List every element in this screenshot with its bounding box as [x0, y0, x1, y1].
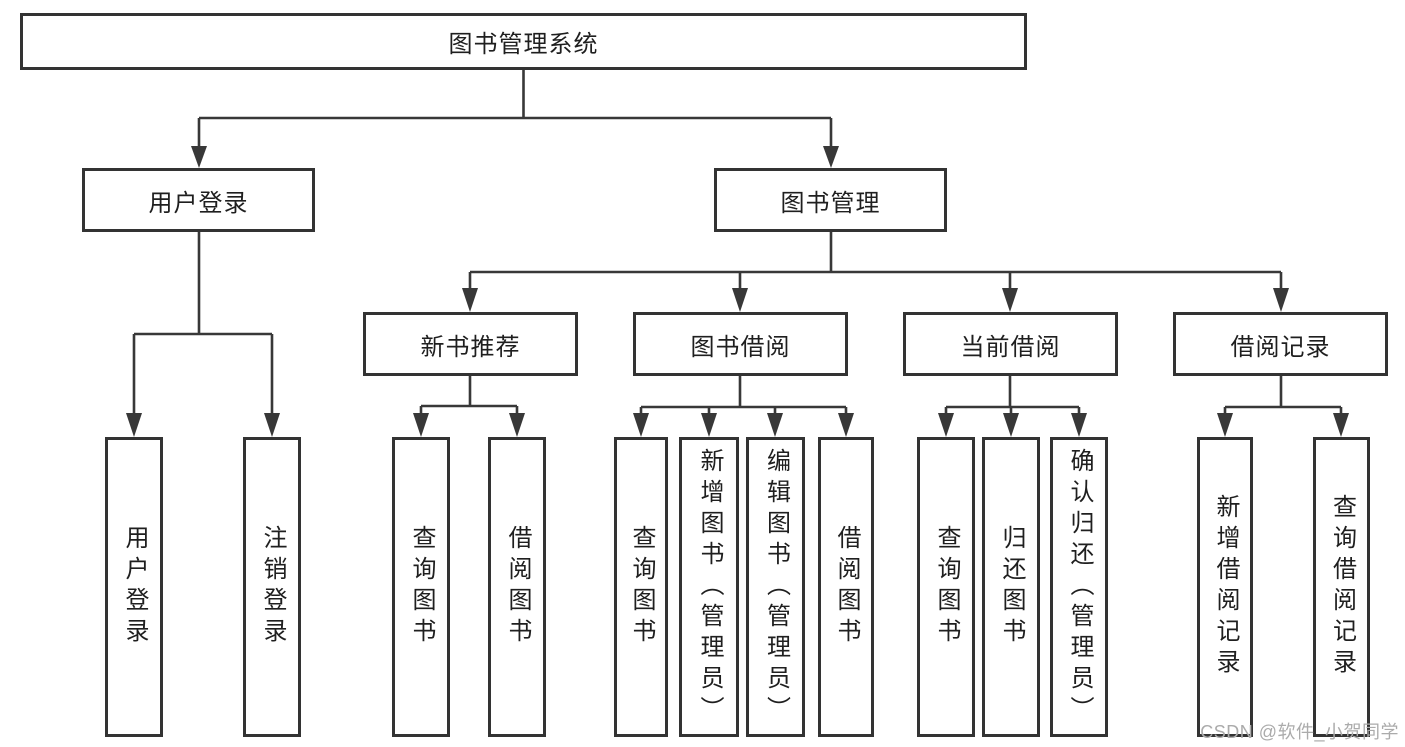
node-user-login-label: 用户登录	[148, 189, 249, 217]
leaf-cb-return-books: 归还图书	[982, 437, 1040, 737]
leaf-logout: 注销登录	[243, 437, 301, 737]
leaf-bb-query-books: 查询图书	[614, 437, 668, 737]
leaf-bb-add-books-admin: 新增图书（管理员）	[679, 437, 739, 737]
leaf-bb-add-books-admin-label: 新增图书（管理员）	[696, 447, 723, 727]
node-book-management-label: 图书管理	[780, 189, 881, 217]
leaf-user-login: 用户登录	[105, 437, 163, 737]
leaf-nbr-borrow-books-label: 借阅图书	[504, 525, 531, 649]
node-user-login: 用户登录	[82, 168, 315, 232]
connector-new-book-recommend-children	[413, 376, 525, 437]
connector-user-login-children	[126, 232, 280, 437]
connector-current-borrow-children	[938, 376, 1087, 437]
watermark: CSDN @软件_小贺同学	[1200, 722, 1399, 742]
node-current-borrow-label: 当前借阅	[960, 333, 1061, 361]
leaf-nbr-query-books-label: 查询图书	[408, 525, 435, 649]
leaf-logout-label: 注销登录	[259, 525, 286, 649]
leaf-br-add-record: 新增借阅记录	[1197, 437, 1253, 737]
node-new-book-recommend: 新书推荐	[363, 312, 578, 376]
leaf-bb-query-books-label: 查询图书	[628, 525, 655, 649]
leaf-br-query-record: 查询借阅记录	[1313, 437, 1370, 737]
node-book-management: 图书管理	[714, 168, 947, 232]
node-book-borrow-label: 图书借阅	[690, 333, 791, 361]
leaf-cb-return-books-label: 归还图书	[998, 525, 1025, 649]
leaf-br-add-record-label: 新增借阅记录	[1212, 494, 1239, 680]
leaf-user-login-label: 用户登录	[121, 525, 148, 649]
node-borrow-records-label: 借阅记录	[1230, 333, 1331, 361]
node-root-system-label: 图书管理系统	[448, 31, 599, 58]
leaf-nbr-query-books: 查询图书	[392, 437, 450, 737]
connector-root-to-level1	[191, 70, 839, 168]
leaf-cb-confirm-return-admin: 确认归还（管理员）	[1050, 437, 1108, 737]
leaf-bb-borrow-books: 借阅图书	[818, 437, 874, 737]
connector-borrow-records-children	[1217, 376, 1349, 437]
leaf-cb-query-books-label: 查询图书	[933, 525, 960, 649]
leaf-bb-edit-books-admin: 编辑图书（管理员）	[746, 437, 805, 737]
leaf-cb-query-books: 查询图书	[917, 437, 975, 737]
leaf-cb-confirm-return-admin-label: 确认归还（管理员）	[1066, 447, 1093, 727]
leaf-bb-edit-books-admin-label: 编辑图书（管理员）	[762, 447, 790, 727]
node-new-book-recommend-label: 新书推荐	[420, 333, 521, 361]
leaf-bb-borrow-books-label: 借阅图书	[833, 525, 860, 649]
node-borrow-records: 借阅记录	[1173, 312, 1388, 376]
node-book-borrow: 图书借阅	[633, 312, 848, 376]
connector-book-management-children	[462, 232, 1289, 312]
connector-book-borrow-children	[633, 376, 854, 437]
leaf-br-query-record-label: 查询借阅记录	[1328, 494, 1356, 680]
node-root-system: 图书管理系统	[20, 13, 1027, 70]
leaf-nbr-borrow-books: 借阅图书	[488, 437, 546, 737]
node-current-borrow: 当前借阅	[903, 312, 1118, 376]
